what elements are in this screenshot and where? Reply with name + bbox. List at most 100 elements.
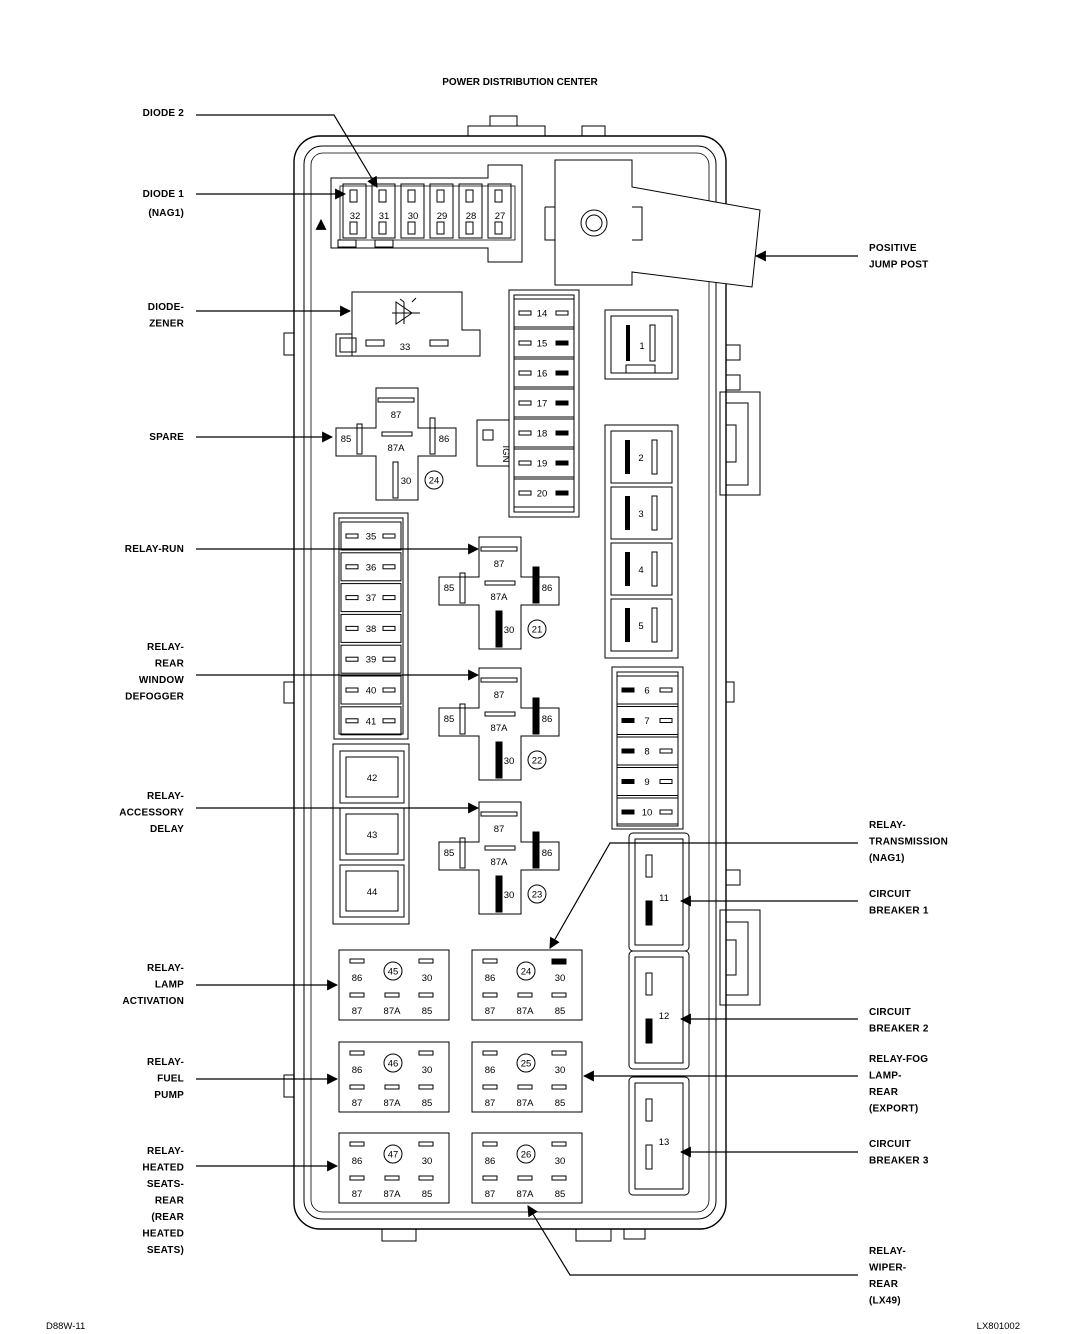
relay-24-pin-87a: 87A	[388, 443, 406, 454]
fuse-15-label: 15	[537, 339, 548, 350]
label-relay-wiper-rear: RELAY-WIPER-REAR(LX49)	[869, 1246, 906, 1307]
fuse-17-label: 17	[537, 399, 548, 410]
footer-left: D88W-11	[46, 1321, 85, 1332]
fuse-29-label: 29	[437, 211, 448, 222]
relay-22-number: 22	[532, 756, 543, 767]
fuse-44[interactable]: 44	[339, 864, 405, 918]
fuse-14[interactable]: 14	[513, 298, 575, 328]
diagram-title: POWER DISTRIBUTION CENTER	[442, 77, 598, 88]
fuse-39[interactable]: 39	[340, 644, 402, 674]
fuse-35[interactable]: 35	[340, 521, 402, 551]
relay-47-pin-86: 86	[352, 1156, 363, 1167]
relay-45-number: 45	[388, 967, 399, 978]
relay-23-pin-86: 86	[542, 848, 553, 859]
relay-24-pin-87: 87	[391, 410, 402, 421]
fuse-16[interactable]: 16	[513, 358, 575, 388]
fuse-14-label: 14	[537, 309, 548, 320]
fuse-15[interactable]: 15	[513, 328, 575, 358]
relay-23-number: 23	[532, 890, 543, 901]
relay-47-pin-87a: 87A	[384, 1189, 402, 1200]
fuse-40[interactable]: 40	[340, 675, 402, 705]
fuse-43[interactable]: 43	[339, 807, 405, 861]
fuse-17[interactable]: 17	[513, 388, 575, 418]
relay-45-pin-87a: 87A	[384, 1006, 402, 1017]
fuse-32[interactable]: 32	[342, 183, 367, 239]
fuse-27-label: 27	[495, 211, 506, 222]
fuse-10[interactable]: 10	[616, 797, 679, 827]
label-diode-zener: DIODE-ZENER	[148, 302, 185, 330]
fuse-6[interactable]: 6	[616, 675, 679, 705]
fuse-19-label: 19	[537, 459, 548, 470]
relay-23-pin-87a: 87A	[491, 857, 509, 868]
relay-46-pin-85: 85	[422, 1098, 433, 1109]
maxi-fuse-block	[604, 424, 679, 659]
pdc-housing	[283, 115, 761, 1242]
fuse-1[interactable]: 1	[604, 309, 679, 380]
fuse-7[interactable]: 7	[616, 706, 679, 735]
relay-23-pin-85: 85	[444, 848, 455, 859]
relay-21-pin-85: 85	[444, 583, 455, 594]
fuse-39-label: 39	[366, 655, 377, 666]
diode-zener-block: 33	[335, 291, 481, 357]
relay-23-pin-87: 87	[494, 824, 505, 835]
top-fuse-block	[330, 164, 523, 263]
relay-45-pin-87: 87	[352, 1006, 363, 1017]
fuse-19[interactable]: 19	[513, 448, 575, 478]
circuit-breaker-12[interactable]: 12	[628, 950, 690, 1070]
fuse-20-label: 20	[537, 489, 548, 500]
jump-post[interactable]	[544, 159, 761, 288]
relay-47-number: 47	[388, 1150, 399, 1161]
relay-24-pin-86: 86	[439, 434, 450, 445]
leader-relay-wiper-rear	[527, 1205, 858, 1276]
fuse-37-label: 37	[366, 593, 377, 604]
relay-23[interactable]: 87 85 87A 86 30 23	[438, 801, 560, 915]
relay-22-pin-85: 85	[444, 714, 455, 725]
relay-46-pin-87: 87	[352, 1098, 363, 1109]
fuse-42[interactable]: 42	[339, 750, 405, 804]
fuse-41[interactable]: 41	[340, 706, 402, 736]
relay-23-pin-30: 30	[504, 890, 515, 901]
fuse-4[interactable]: 4	[610, 542, 673, 596]
fuse-37[interactable]: 37	[340, 583, 402, 613]
fuse-9[interactable]: 9	[616, 767, 679, 796]
fuse-5[interactable]: 5	[610, 598, 673, 652]
relay-24-pin-87: 87	[485, 1006, 496, 1017]
fuse-28[interactable]: 28	[458, 183, 483, 239]
fuse-18[interactable]: 18	[513, 418, 575, 448]
fuse-43-label: 43	[367, 830, 378, 841]
label-spare: SPARE	[149, 432, 184, 443]
fuse-20[interactable]: 20	[513, 478, 575, 508]
fuse-3-label: 3	[638, 509, 643, 520]
fuse-27[interactable]: 27	[487, 183, 512, 239]
circuit-breaker-11[interactable]: 11	[628, 832, 690, 952]
fuse-29[interactable]: 29	[429, 183, 454, 239]
label-diode-1: DIODE 1(NAG1)	[143, 189, 185, 219]
fuse-38[interactable]: 38	[340, 613, 402, 643]
circuit-breaker-13[interactable]: 13	[628, 1076, 690, 1196]
relay-26-pin-87: 87	[485, 1189, 496, 1200]
cartridge-fuse-block	[332, 743, 410, 925]
fuse-30[interactable]: 30	[400, 183, 425, 239]
fuse-36[interactable]: 36	[340, 552, 402, 582]
fuse-2[interactable]: 2	[610, 430, 673, 484]
relay-24-pin-85: 85	[555, 1006, 566, 1017]
fuse-30-label: 30	[408, 211, 419, 222]
fuse-2-label: 2	[638, 453, 643, 464]
fuse-8[interactable]: 8	[616, 736, 679, 766]
relay-45-pin-85: 85	[422, 1006, 433, 1017]
fuse-31[interactable]: 31	[371, 183, 396, 239]
fuse-3[interactable]: 3	[610, 486, 673, 540]
